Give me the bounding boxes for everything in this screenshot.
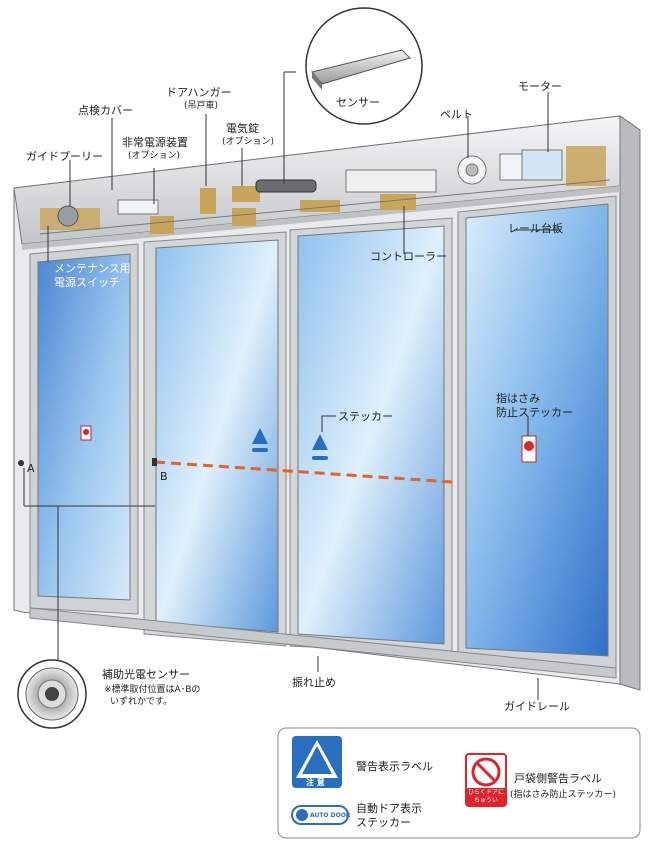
right-fixed-panel [457, 195, 617, 671]
aux-sensor-callout [17, 506, 87, 729]
left-panel-sticker [80, 425, 92, 441]
legend-warning-label: 警告表示ラベル [356, 760, 433, 773]
label-motor: モーター [518, 80, 562, 93]
legend-pocket-sign-1: ひらくドアに [468, 789, 505, 796]
header-mechanism [39, 146, 611, 235]
label-point-a: A [27, 462, 35, 475]
right-panel-sticker [521, 435, 537, 463]
label-finger-pinch-1: 指はさみ [496, 392, 540, 405]
label-aux-sensor-note-1: ※標準取付位置はA･Bの [104, 685, 201, 695]
label-door-hanger: ドアハンガー [166, 86, 232, 99]
label-inspection-cover: 点検カバー [78, 104, 133, 117]
label-emergency-power-sub: (オプション) [128, 151, 181, 161]
point-a-marker [18, 460, 24, 466]
label-door-hanger-sub: (吊戸車) [184, 101, 219, 111]
legend-pocket-warning-sub: (指はさみ防止ステッカー) [510, 790, 617, 800]
label-belt: ベルト [440, 108, 473, 121]
label-guide-rail: ガイドレール [504, 700, 570, 713]
legend-autodoor-logo: AUTO DOOR [310, 812, 351, 819]
legend-caution-text: 注 意 [306, 778, 325, 787]
label-rail-base: レール台板 [508, 222, 563, 235]
legend-auto-door-sticker-1: 自動ドア表示 [356, 802, 422, 815]
door-sticker-right [312, 434, 328, 460]
legend-box [277, 727, 641, 839]
guide-rail [29, 607, 617, 679]
left-sliding-door [143, 231, 287, 647]
label-sticker: ステッカー [338, 410, 393, 423]
label-guide-pulley: ガイドプーリー [26, 150, 103, 163]
label-anti-sway: 振れ止め [292, 676, 336, 689]
label-maintenance-switch-2: 電源スイッチ [54, 276, 120, 289]
legend-pocket-warning: 戸袋側警告ラベル [514, 772, 602, 785]
legend-auto-door-sticker-2: ステッカー [356, 816, 411, 829]
label-aux-sensor: 補助光電センサー [102, 668, 190, 681]
right-sliding-door [289, 217, 453, 655]
label-controller: コントローラー [370, 250, 447, 263]
label-point-b: B [160, 470, 168, 483]
label-aux-sensor-note-2: いずれかです。 [110, 697, 173, 707]
label-emergency-power: 非常電源装置 [122, 136, 188, 149]
label-electric-lock-sub: (オプション) [222, 137, 275, 147]
sensor-callout [283, 7, 423, 184]
point-b-marker [152, 458, 157, 466]
sensor-beam-line [154, 460, 453, 484]
label-sensor: センサー [336, 96, 380, 109]
label-electric-lock: 電気錠 [226, 122, 259, 135]
label-maintenance-switch-1: メンテナンス用 [54, 262, 131, 275]
label-finger-pinch-2: 防止ステッカー [496, 406, 573, 419]
door-sticker-left [252, 428, 268, 452]
leader-lines [47, 92, 560, 700]
legend-pocket-sign-2: ちゅうい [474, 797, 499, 804]
